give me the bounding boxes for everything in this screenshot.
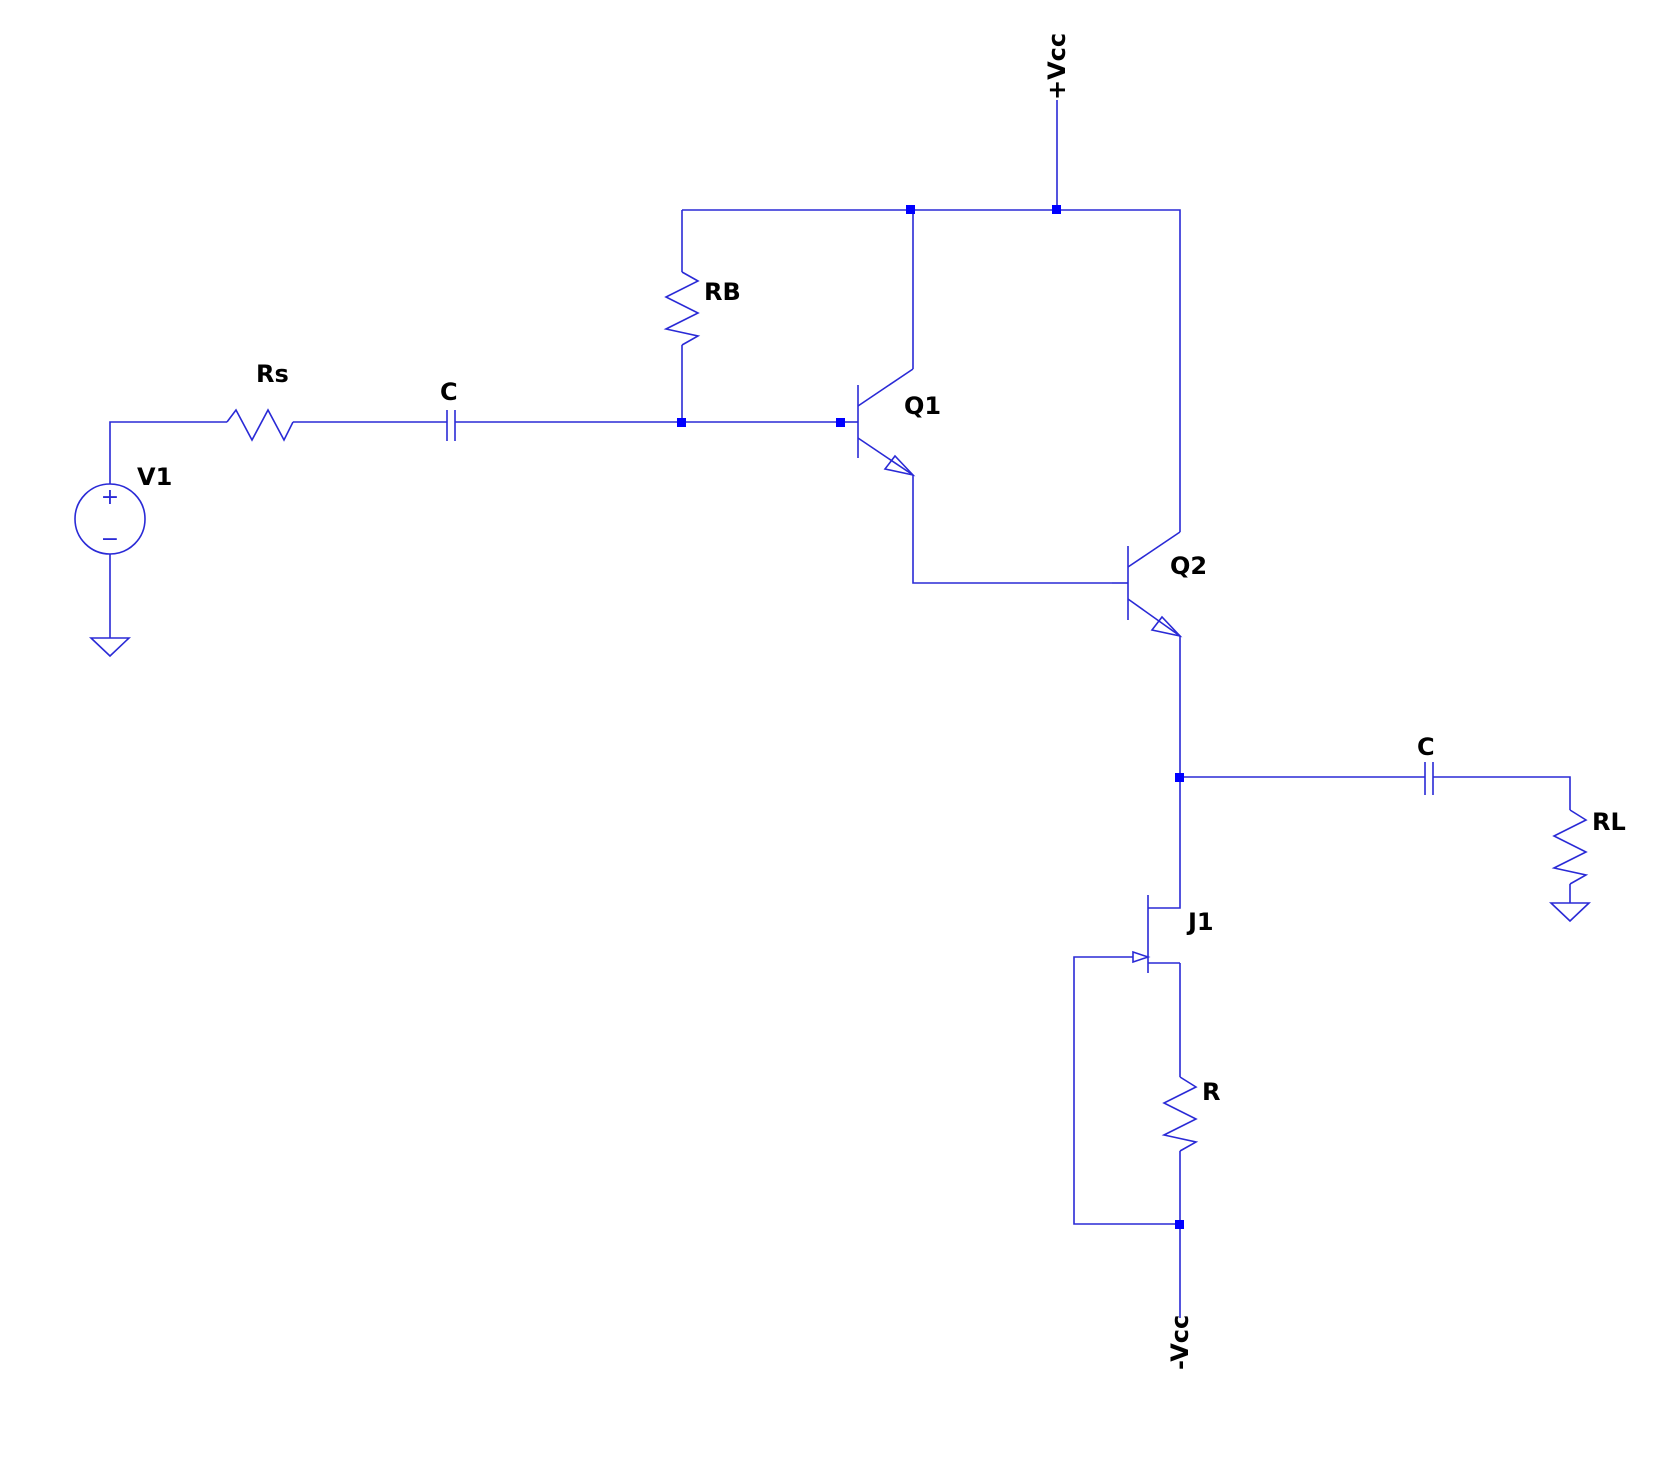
source-plus-sign: + [101, 485, 119, 510]
wire-top-rail [682, 209, 1181, 532]
capacitor-c-input[interactable] [446, 410, 456, 441]
ground-icon [1548, 902, 1592, 923]
junction-node [1175, 1220, 1184, 1229]
label-q1: Q1 [904, 392, 941, 420]
label-rl: RL [1592, 808, 1626, 836]
label-vcc-pos: +Vcc [1043, 33, 1071, 100]
label-j1: J1 [1186, 908, 1214, 936]
label-q2: Q2 [1170, 552, 1207, 580]
label-r: R [1202, 1078, 1220, 1106]
wire-v1-top [109, 421, 227, 484]
source-minus-sign: − [101, 527, 119, 552]
wire-q1-emitter-to-q2-base [912, 475, 1112, 584]
wire-q2-emitter-to-j1 [1148, 636, 1181, 909]
label-c-output: C [1417, 733, 1435, 761]
resistor-rs[interactable] [226, 408, 294, 442]
junction-node [677, 418, 686, 427]
wire-cout-to-rl [1433, 776, 1571, 810]
resistor-r[interactable] [1161, 1076, 1199, 1152]
ground-icon [88, 637, 132, 658]
junction-node [906, 205, 915, 214]
junction-node [1052, 205, 1061, 214]
junction-node [1175, 773, 1184, 782]
junction-node [836, 418, 845, 427]
label-rb: RB [704, 278, 741, 306]
voltage-source-v1[interactable]: + − [74, 483, 146, 555]
capacitor-c-output[interactable] [1424, 762, 1434, 795]
label-c-input: C [440, 378, 458, 406]
label-v1: V1 [137, 463, 172, 491]
resistor-rb[interactable] [663, 271, 701, 346]
resistor-rl[interactable] [1551, 809, 1589, 885]
label-rs: Rs [256, 360, 289, 388]
wire-j1-gate-loop [1073, 956, 1180, 1225]
transistor-q2[interactable] [1112, 531, 1183, 638]
jfet-j1[interactable] [1132, 895, 1180, 973]
transistor-q1[interactable] [842, 368, 916, 477]
label-vcc-neg: -Vcc [1166, 1315, 1194, 1370]
